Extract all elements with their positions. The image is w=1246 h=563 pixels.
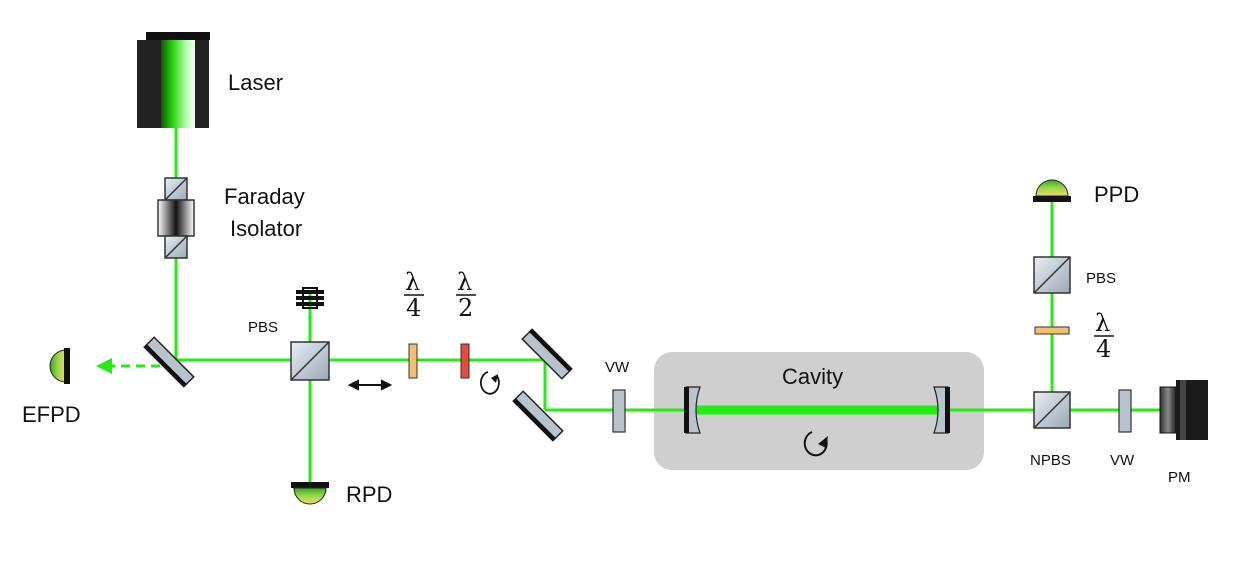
hwp-label-denominator: 2 — [458, 294, 473, 322]
efpd-photodetector — [49, 348, 70, 384]
pickoff-mirror — [143, 336, 195, 388]
pbs-right-cube — [1033, 256, 1071, 294]
vacuum-window-left — [612, 389, 626, 433]
beam-dump-icon — [296, 287, 324, 309]
pm-label: PM — [1168, 469, 1191, 486]
power-meter — [1159, 380, 1208, 440]
vw-right-label: VW — [1110, 452, 1135, 469]
hwp-label-numerator: λ — [457, 268, 472, 296]
quarter-wave-plate — [408, 343, 418, 379]
ppd-label: PPD — [1094, 182, 1139, 207]
vw-left-label: VW — [605, 359, 630, 376]
faraday-label-line2: Isolator — [230, 216, 302, 241]
qwp-right-label-denominator: 4 — [1096, 335, 1111, 363]
vacuum-window-right — [1118, 389, 1132, 433]
faraday-isolator — [157, 177, 195, 259]
npbs-label: NPBS — [1030, 452, 1071, 469]
cavity-label: Cavity — [782, 364, 843, 389]
cavity-mirror-input — [684, 386, 701, 434]
efpd-label: EFPD — [22, 402, 81, 427]
rpd-photodetector — [291, 482, 329, 505]
cavity-mirror-output — [933, 386, 950, 434]
qwp-right-label-numerator: λ — [1095, 309, 1110, 337]
qwp-label-denominator: 4 — [406, 294, 421, 322]
npbs-cube — [1033, 391, 1071, 429]
circular-polarization-icon — [480, 371, 500, 395]
pbs-left-cube — [290, 341, 330, 381]
cavity-circular-polarization-icon — [803, 431, 828, 457]
half-wave-plate — [460, 343, 470, 379]
laser — [137, 32, 210, 128]
quarter-wave-plate-right — [1034, 326, 1070, 335]
rpd-label: RPD — [346, 482, 392, 507]
ppd-photodetector — [1033, 179, 1071, 202]
linear-polarization-arrow-icon — [347, 379, 393, 391]
laser-label: Laser — [228, 70, 283, 95]
steering-mirror-upper — [521, 328, 573, 380]
pbs-right-label: PBS — [1086, 270, 1116, 287]
qwp-label-numerator: λ — [405, 268, 420, 296]
pbs-left-label: PBS — [248, 319, 278, 336]
steering-mirror-lower — [512, 390, 564, 442]
reflected-beam-arrow-icon — [96, 358, 112, 374]
faraday-label-line1: Faraday — [224, 184, 305, 209]
